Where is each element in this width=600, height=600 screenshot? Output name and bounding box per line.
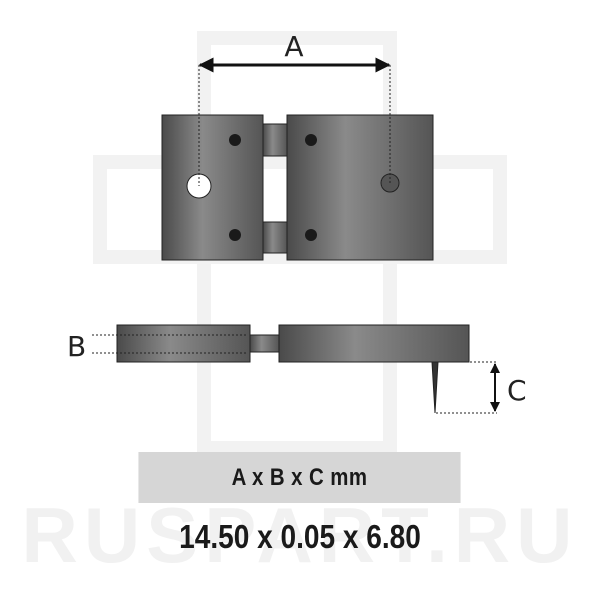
left-plate <box>161 114 264 261</box>
rivet-dot <box>305 229 317 241</box>
bridge-top <box>262 123 288 157</box>
label-b: B <box>67 330 86 363</box>
side-right-bar <box>278 324 470 363</box>
bridge-bottom <box>262 221 288 254</box>
rivet-dot <box>229 134 241 146</box>
watermark: RUSPART.RU <box>21 491 579 579</box>
side-left-bar <box>116 324 251 363</box>
label-c: C <box>507 374 527 407</box>
rivet-dot <box>229 229 241 241</box>
rivet-dot <box>305 134 317 146</box>
dimensions-result: 14.50 x 0.05 x 6.80 <box>179 518 421 555</box>
formula-band: A x B x C mm <box>138 452 461 503</box>
spike <box>431 361 439 414</box>
label-a: A <box>284 30 303 63</box>
side-bridge <box>249 334 280 353</box>
